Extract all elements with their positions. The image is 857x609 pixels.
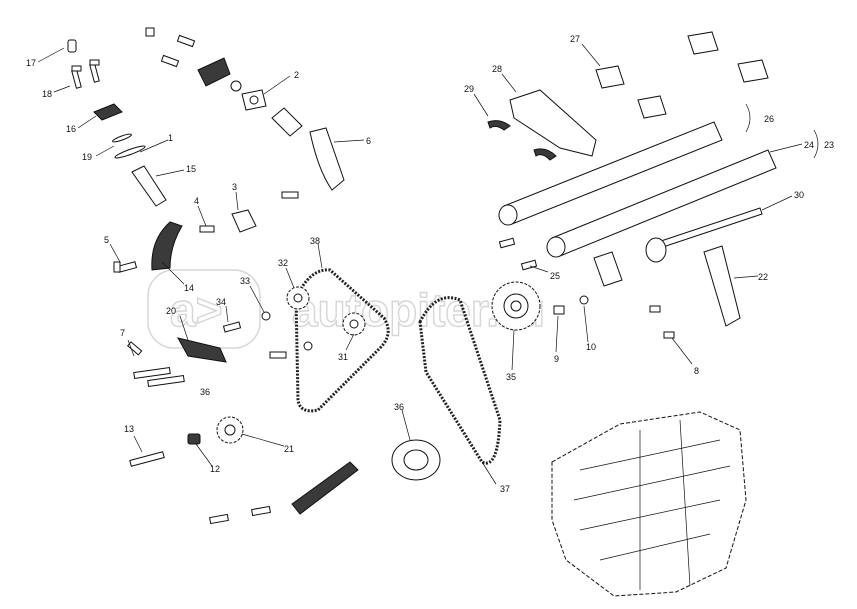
part-29b — [533, 148, 557, 161]
part-9 — [553, 305, 565, 315]
part-29a — [487, 120, 511, 131]
bolt-8a — [649, 305, 661, 313]
callout-24: 24 — [804, 140, 814, 150]
part-7 — [127, 341, 185, 388]
part-13 — [129, 451, 165, 467]
part-4 — [199, 225, 215, 233]
callout-3: 3 — [232, 182, 237, 192]
part-14 — [151, 221, 183, 271]
callout-4: 4 — [194, 196, 199, 206]
callout-33: 33 — [240, 276, 250, 286]
engine-block — [551, 411, 747, 597]
engine-outline — [551, 411, 747, 597]
callout-20: 20 — [166, 306, 176, 316]
callout-9: 9 — [554, 354, 559, 364]
bolt-mid — [281, 191, 299, 199]
callout-29: 29 — [464, 84, 474, 94]
part-10 — [579, 295, 589, 305]
callout-28: 28 — [492, 64, 502, 74]
part-27d — [737, 59, 769, 83]
callout-5: 5 — [104, 235, 109, 245]
callout-2: 2 — [294, 70, 299, 80]
callout-14: 14 — [184, 283, 194, 293]
part-27b — [637, 95, 667, 119]
callout-31: 31 — [338, 352, 348, 362]
part-28 — [509, 89, 597, 157]
callout-22: 22 — [758, 272, 768, 282]
seal-top — [230, 80, 242, 92]
part-6 — [309, 127, 345, 191]
callout-26: 26 — [764, 114, 774, 124]
washer-34b — [303, 341, 313, 351]
chain-37 — [418, 296, 502, 465]
part-25b — [520, 259, 538, 271]
chain-drive — [286, 237, 589, 481]
callout-25: 25 — [550, 271, 560, 281]
part-18 — [71, 59, 100, 89]
plunger — [271, 107, 303, 137]
part-3 — [231, 209, 257, 233]
part-33 — [261, 311, 271, 321]
part-1 — [114, 145, 146, 159]
callout-36: 36 — [200, 387, 210, 397]
callout-34: 34 — [216, 297, 226, 307]
flange-plate — [593, 251, 623, 287]
callout-15: 15 — [186, 164, 196, 174]
callout-19: 19 — [82, 152, 92, 162]
part-20 — [177, 337, 227, 363]
watermark-logo: a> — [170, 284, 222, 336]
part-22 — [703, 245, 741, 327]
bolt-lower-1 — [209, 513, 229, 525]
watermark: a> autopiter.ru — [147, 269, 546, 349]
callout-27: 27 — [570, 34, 580, 44]
callout-36b: 36 — [394, 402, 404, 412]
callouts: 17 18 16 19 1 15 2 6 3 4 5 14 20 34 33 3… — [26, 34, 834, 494]
parts-upper-middle — [145, 27, 345, 359]
shaft-30 — [651, 207, 763, 251]
callout-32: 32 — [278, 258, 288, 268]
part-27c — [687, 31, 719, 55]
callout-7: 7 — [120, 328, 125, 338]
chain-38 — [294, 268, 390, 413]
part-27a — [595, 65, 625, 89]
callout-18: 18 — [42, 89, 52, 99]
bolt-top-2 — [176, 34, 196, 48]
part-34 — [222, 321, 242, 333]
callout-21: 21 — [284, 444, 294, 454]
bolt-top-1 — [145, 27, 155, 37]
bolt-mid-2 — [269, 351, 287, 359]
callout-38: 38 — [310, 236, 320, 246]
part-5 — [113, 261, 138, 273]
part-17 — [67, 39, 77, 53]
callout-10: 10 — [586, 342, 596, 352]
leader-lines — [37, 43, 819, 485]
bolt-top-3 — [160, 54, 180, 68]
callout-6: 6 — [366, 136, 371, 146]
bolt-lower-2 — [251, 505, 271, 517]
camshaft-assembly — [487, 31, 777, 339]
part-25a — [498, 237, 516, 249]
part-12 — [187, 433, 201, 445]
part-16 — [93, 103, 123, 121]
callout-35: 35 — [506, 372, 516, 382]
callout-1: 1 — [168, 133, 173, 143]
part-15 — [131, 165, 167, 207]
callout-37: 37 — [500, 484, 510, 494]
callout-13: 13 — [124, 424, 134, 434]
callout-17: 17 — [26, 58, 36, 68]
callout-8: 8 — [694, 366, 699, 376]
guide-lower — [291, 461, 359, 515]
bracket-top — [197, 57, 231, 87]
callout-16: 16 — [66, 124, 76, 134]
bolt-8b — [663, 331, 675, 339]
parts-left — [67, 39, 359, 525]
callout-12: 12 — [210, 464, 220, 474]
part-19 — [112, 133, 132, 143]
callout-23: 23 — [824, 140, 834, 150]
callout-30: 30 — [794, 190, 804, 200]
camshaft-26 — [503, 121, 723, 225]
